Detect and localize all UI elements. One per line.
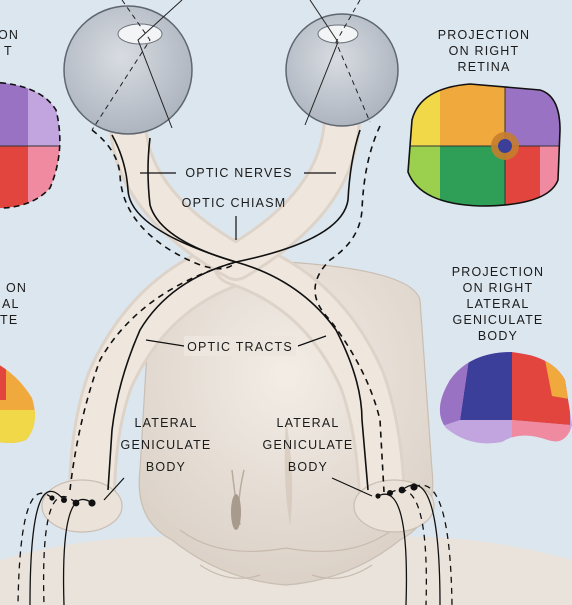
right-eyeball: [286, 14, 398, 126]
svg-text:OPTIC TRACTS: OPTIC TRACTS: [187, 340, 293, 354]
svg-text:ON: ON: [0, 28, 19, 42]
svg-text:T: T: [4, 44, 13, 58]
svg-text:LATERAL: LATERAL: [466, 297, 529, 311]
svg-text:GENICULATE: GENICULATE: [453, 313, 544, 327]
right-retina-projection: [400, 80, 565, 210]
svg-text:GENICULATE: GENICULATE: [263, 438, 354, 452]
svg-text:LATERAL: LATERAL: [276, 416, 339, 430]
svg-text:OPTIC NERVES: OPTIC NERVES: [185, 166, 292, 180]
svg-text:LATERAL: LATERAL: [134, 416, 197, 430]
left-lateral-geniculate-body: [42, 480, 122, 532]
svg-text:ON RIGHT: ON RIGHT: [463, 281, 534, 295]
left-eyeball: [64, 6, 192, 134]
label-optic-chiasm: OPTIC CHIASM: [182, 196, 287, 210]
svg-text:BODY: BODY: [478, 329, 518, 343]
svg-text:ON RIGHT: ON RIGHT: [449, 44, 520, 58]
svg-text:BODY: BODY: [288, 460, 328, 474]
svg-text:OPTIC CHIASM: OPTIC CHIASM: [182, 196, 287, 210]
svg-text:ON: ON: [6, 281, 27, 295]
svg-text:TE: TE: [0, 313, 18, 327]
svg-text:AL: AL: [2, 297, 20, 311]
label-optic-tracts: OPTIC TRACTS: [184, 336, 296, 356]
svg-text:GENICULATE: GENICULATE: [121, 438, 212, 452]
svg-text:RETINA: RETINA: [457, 60, 510, 74]
svg-text:PROJECTION: PROJECTION: [452, 265, 545, 279]
svg-text:PROJECTION: PROJECTION: [438, 28, 531, 42]
svg-text:BODY: BODY: [146, 460, 186, 474]
label-optic-nerves: OPTIC NERVES: [180, 162, 298, 182]
